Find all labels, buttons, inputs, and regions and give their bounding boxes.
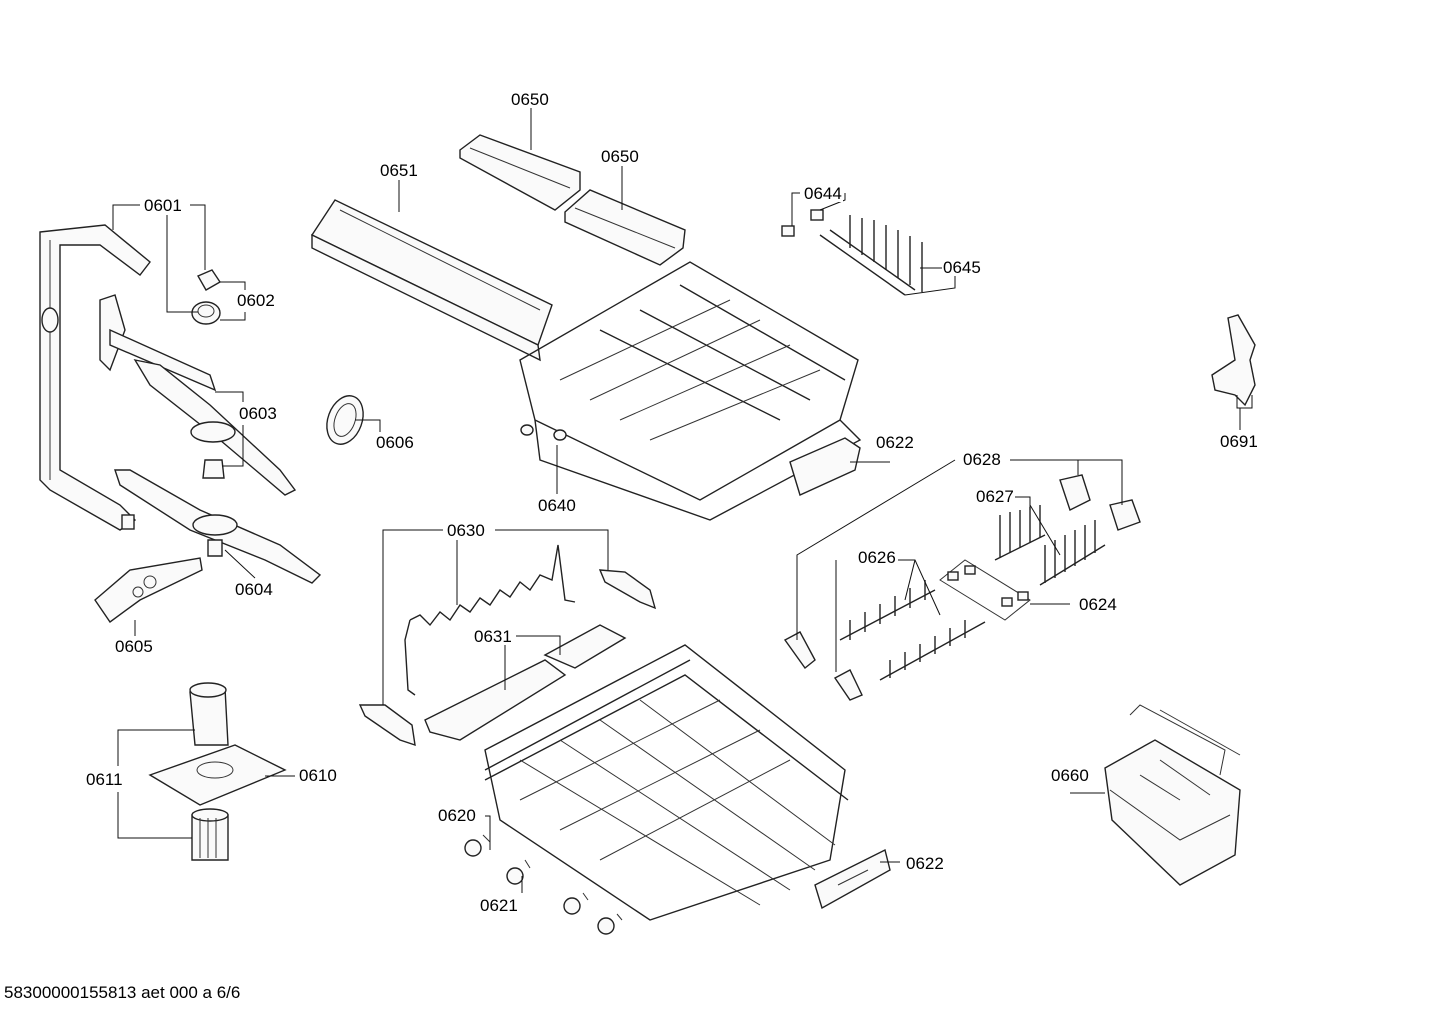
sieve-cover-0605	[94, 557, 203, 623]
rack-insert-0631	[424, 624, 627, 741]
part-label-0651: 0651	[379, 161, 419, 180]
part-label-0606: 0606	[375, 433, 415, 452]
clip-0644	[781, 209, 824, 237]
part-label-0691: 0691	[1219, 432, 1259, 451]
part-label-0622-lower: 0622	[905, 854, 945, 873]
part-label-0602: 0602	[236, 291, 276, 310]
handle-0622-lower	[814, 848, 891, 910]
part-label-0621: 0621	[479, 896, 519, 915]
drawing-reference-footer: 58300000155813 aet 000 a 6/6	[4, 983, 241, 1002]
tine-row-0627-right	[1039, 520, 1106, 586]
leader-lines	[112, 108, 1253, 893]
wire-0630	[358, 544, 657, 747]
rack-tines-0645	[819, 215, 923, 296]
part-label-0626: 0626	[857, 548, 897, 567]
round-filter-0606	[326, 395, 364, 445]
supply-pipe-0601	[39, 224, 151, 531]
part-label-0628: 0628	[962, 450, 1002, 469]
part-label-0640: 0640	[537, 496, 577, 515]
part-label-0660: 0660	[1050, 766, 1090, 785]
hook-0691	[1211, 314, 1256, 407]
part-label-0620: 0620	[437, 806, 477, 825]
tine-row-0626	[783, 580, 986, 701]
part-label-0624: 0624	[1078, 595, 1118, 614]
part-label-0645: 0645	[942, 258, 982, 277]
part-label-0627: 0627	[975, 487, 1015, 506]
filter-system-0610	[148, 682, 287, 861]
part-label-0604: 0604	[234, 580, 274, 599]
tine-row-0627-left	[994, 505, 1046, 561]
part-label-0650-middle: 0650	[600, 147, 640, 166]
cutlery-tray-0651	[310, 199, 553, 362]
lower-basket	[484, 644, 849, 921]
part-label-0630: 0630	[446, 521, 486, 540]
clips-0628	[1059, 474, 1141, 531]
part-label-0644: 0644	[803, 184, 843, 203]
lower-spray-arm-0604	[114, 469, 322, 584]
clips-0624	[939, 559, 1031, 621]
part-label-0631: 0631	[473, 627, 513, 646]
handle-0622-upper	[789, 437, 861, 496]
wheels-0620-0621	[464, 834, 623, 935]
part-label-0603: 0603	[238, 404, 278, 423]
nozzle-0602	[191, 269, 221, 325]
part-label-0611: 0611	[85, 770, 124, 789]
upper-spray-arm-0603	[99, 294, 297, 496]
rack-insert-0650-top	[459, 134, 581, 211]
part-label-0650-top: 0650	[510, 90, 550, 109]
part-label-0601: 0601	[143, 196, 183, 215]
part-label-0605: 0605	[114, 637, 154, 656]
rack-insert-0650-middle	[564, 189, 686, 266]
upper-basket-0640	[519, 261, 862, 521]
part-label-0610: 0610	[298, 766, 338, 785]
cutlery-basket-0660	[1104, 704, 1241, 886]
part-label-0622-upper: 0622	[875, 433, 915, 452]
